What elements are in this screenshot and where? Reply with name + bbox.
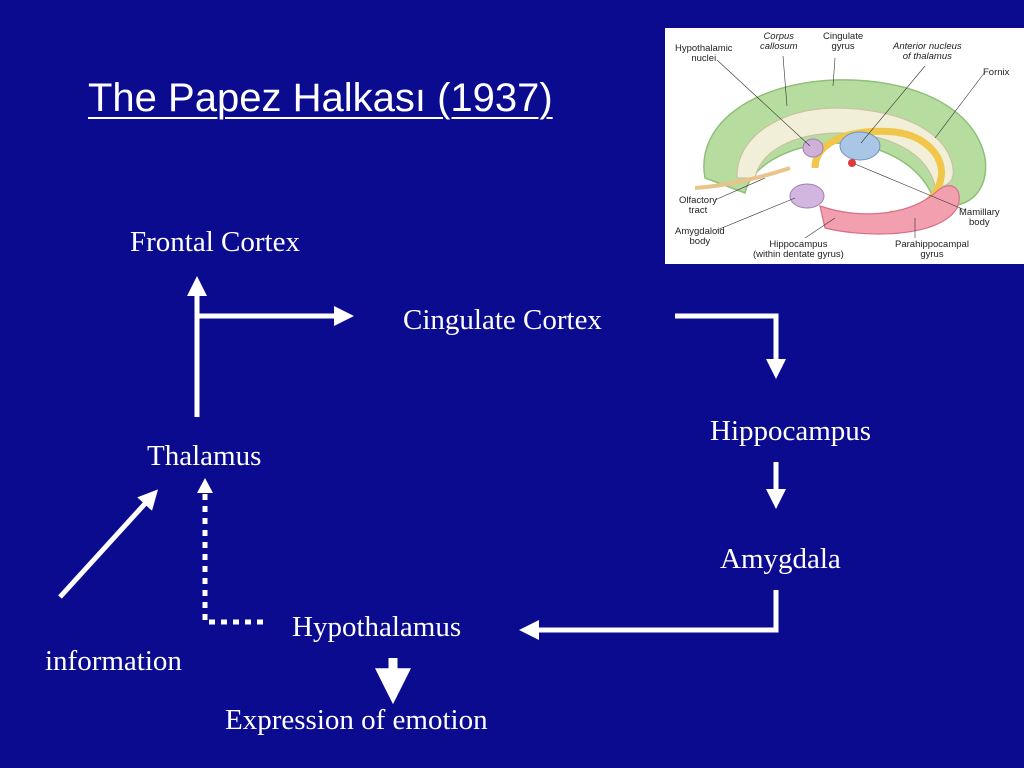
label-olfactory-tract: Olfactory tract	[679, 195, 718, 216]
thalamus-shape	[839, 131, 881, 161]
limbic-system-figure: Hypothalamic nuclei Corpus callosum Cing…	[665, 28, 1024, 264]
olfactory-tract-shape	[694, 166, 791, 190]
arrowhead-dotted	[197, 478, 213, 493]
node-frontal-cortex: Frontal Cortex	[130, 226, 300, 258]
slide-title: The Papez Halkası (1937)	[88, 76, 553, 120]
label-cingulate-gyrus: Cingulate gyrus	[823, 31, 864, 52]
node-hypothalamus: Hypothalamus	[292, 611, 462, 643]
corpus-callosum-shape	[736, 107, 954, 188]
brain-illustration	[694, 55, 987, 239]
arrow-amygdala-to-hypothalamus	[519, 590, 779, 640]
node-thalamus: Thalamus	[147, 440, 262, 472]
node-amygdala: Amygdala	[720, 543, 841, 575]
label-anterior-nucleus-of-thalamus: Anterior nucleus of thalamus	[893, 41, 962, 62]
parahippocampal-shape	[819, 185, 960, 235]
amygdala-shape	[789, 183, 825, 209]
label-mamillary-body: Mamillary body	[959, 207, 1000, 228]
arrow-information-to-thalamus	[58, 489, 159, 599]
label-hypothalamic-nuclei: Hypothalamic nuclei	[675, 43, 733, 64]
label-corpus-callosum: Corpus callosum	[760, 31, 798, 52]
node-information: information	[45, 645, 182, 677]
label-fornix: Fornix	[983, 67, 1010, 78]
arrow-cingulate-to-hippocampus	[675, 313, 786, 379]
node-hippocampus: Hippocampus	[710, 415, 872, 447]
node-expression-of-emotion: Expression of emotion	[225, 704, 488, 736]
mamillary-body-shape	[848, 159, 856, 167]
node-cingulate-cortex: Cingulate Cortex	[403, 304, 602, 336]
label-parahippocampal-gyrus: Parahippocampal gyrus	[895, 239, 969, 260]
label-amygdaloid-body: Amygdaloid body	[675, 226, 725, 247]
label-hippocampus: Hippocampus (within dentate gyrus)	[753, 239, 844, 260]
arrow-hypothalamus-to-thalamus-dotted	[202, 493, 263, 625]
hypothalamic-nuclei-shape	[802, 138, 824, 158]
